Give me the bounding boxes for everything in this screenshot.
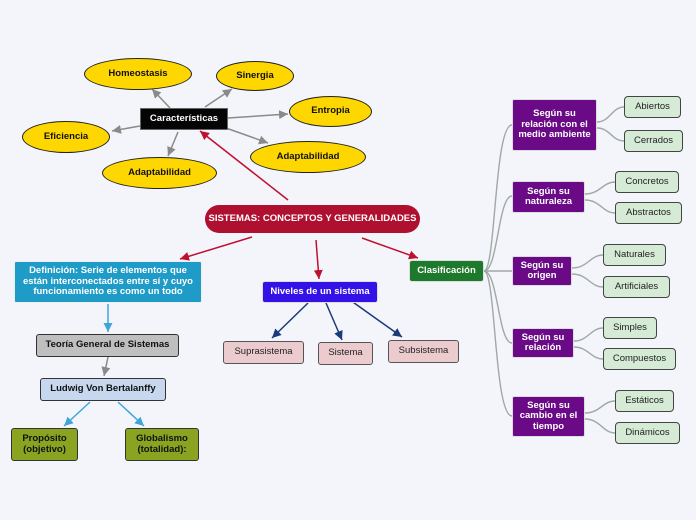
abiertos-node[interactable]: Abiertos — [624, 96, 681, 118]
simples-node[interactable]: Simples — [603, 317, 657, 339]
adaptabilidad-node-right[interactable]: Adaptabilidad — [250, 141, 366, 173]
proposito-node[interactable]: Propósito (objetivo) — [11, 428, 78, 461]
estaticos-node[interactable]: Estáticos — [615, 390, 674, 412]
adaptabilidad-node-bottom[interactable]: Adaptabilidad — [102, 157, 217, 189]
caracteristicas-node[interactable]: Características — [140, 108, 228, 130]
entropia-node[interactable]: Entropia — [289, 96, 372, 127]
subsistema-node[interactable]: Subsistema — [388, 340, 459, 363]
dinamicos-node[interactable]: Dinámicos — [615, 422, 680, 444]
concretos-node[interactable]: Concretos — [615, 171, 679, 193]
eficiencia-node[interactable]: Eficiencia — [22, 121, 110, 153]
niveles-node[interactable]: Niveles de un sistema — [262, 281, 378, 303]
group-cambio-tiempo[interactable]: Según su cambio en el tiempo — [512, 396, 585, 437]
bertalanffy-node[interactable]: Ludwig Von Bertalanffy — [40, 378, 166, 401]
globalismo-node[interactable]: Globalismo (totalidad): — [125, 428, 199, 461]
compuestos-node[interactable]: Compuestos — [603, 348, 676, 370]
homeostasis-node[interactable]: Homeostasis — [84, 58, 192, 90]
group-naturaleza[interactable]: Según su naturaleza — [512, 181, 585, 213]
sinergia-node[interactable]: Sinergia — [216, 61, 294, 91]
group-medio-ambiente[interactable]: Según su relación con el medio ambiente — [512, 99, 597, 151]
group-relacion[interactable]: Según su relación — [512, 328, 574, 358]
suprasistema-node[interactable]: Suprasistema — [223, 341, 304, 364]
tgs-node[interactable]: Teoría General de Sistemas — [36, 334, 179, 357]
clasificacion-node[interactable]: Clasificación — [409, 260, 484, 282]
artificiales-node[interactable]: Artificiales — [603, 276, 670, 298]
abstractos-node[interactable]: Abstractos — [615, 202, 682, 224]
naturales-node[interactable]: Naturales — [603, 244, 666, 266]
sistema-node[interactable]: Sistema — [318, 342, 373, 365]
definicion-node[interactable]: Definición: Serie de elementos que están… — [14, 261, 202, 303]
root-node[interactable]: SISTEMAS: CONCEPTOS Y GENERALIDADES — [205, 205, 420, 233]
group-origen[interactable]: Según su origen — [512, 256, 572, 286]
cerrados-node[interactable]: Cerrados — [624, 130, 683, 152]
